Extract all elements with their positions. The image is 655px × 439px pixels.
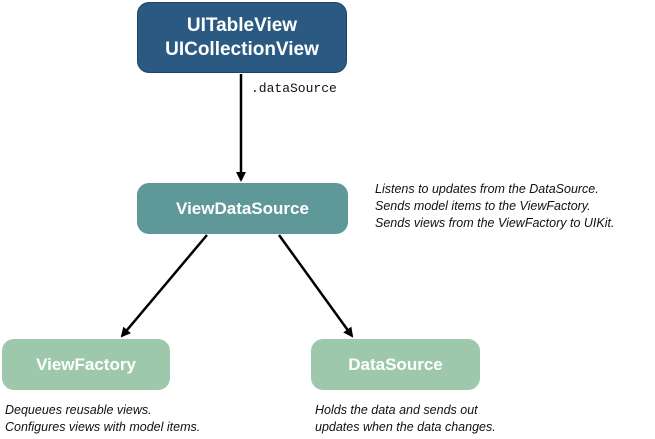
- node-datasource: DataSource: [311, 339, 480, 390]
- node-viewfactory: ViewFactory: [2, 339, 170, 390]
- node-middle-label: ViewDataSource: [176, 198, 309, 218]
- note-datasource: Holds the data and sends out updates whe…: [315, 402, 496, 436]
- node-top-line1: UITableView: [186, 14, 298, 36]
- edge-label-datasource: .dataSource: [251, 81, 337, 96]
- note-line: Listens to updates from the DataSource.: [375, 182, 599, 196]
- note-line: Sends model items to the ViewFactory.: [375, 199, 591, 213]
- node-left-label: ViewFactory: [36, 354, 136, 374]
- note-viewdatasource: Listens to updates from the DataSource. …: [375, 181, 614, 232]
- note-line: Holds the data and sends out: [315, 403, 478, 417]
- node-right-label: DataSource: [348, 354, 443, 374]
- node-uitableview-uicollectionview: UITableView UICollectionView: [137, 2, 347, 73]
- arrow-middle-to-left: [120, 234, 208, 338]
- arrow-middle-to-right: [277, 234, 354, 338]
- note-viewfactory: Dequeues reusable views. Configures view…: [5, 402, 200, 436]
- note-line: Sends views from the ViewFactory to UIKi…: [375, 216, 615, 230]
- note-line: updates when the data changes.: [315, 420, 496, 434]
- note-line: Dequeues reusable views.: [5, 403, 152, 417]
- node-viewdatasource: ViewDataSource: [137, 183, 348, 234]
- note-line: Configures views with model items.: [5, 420, 201, 434]
- node-top-line2: UICollectionView: [165, 38, 319, 60]
